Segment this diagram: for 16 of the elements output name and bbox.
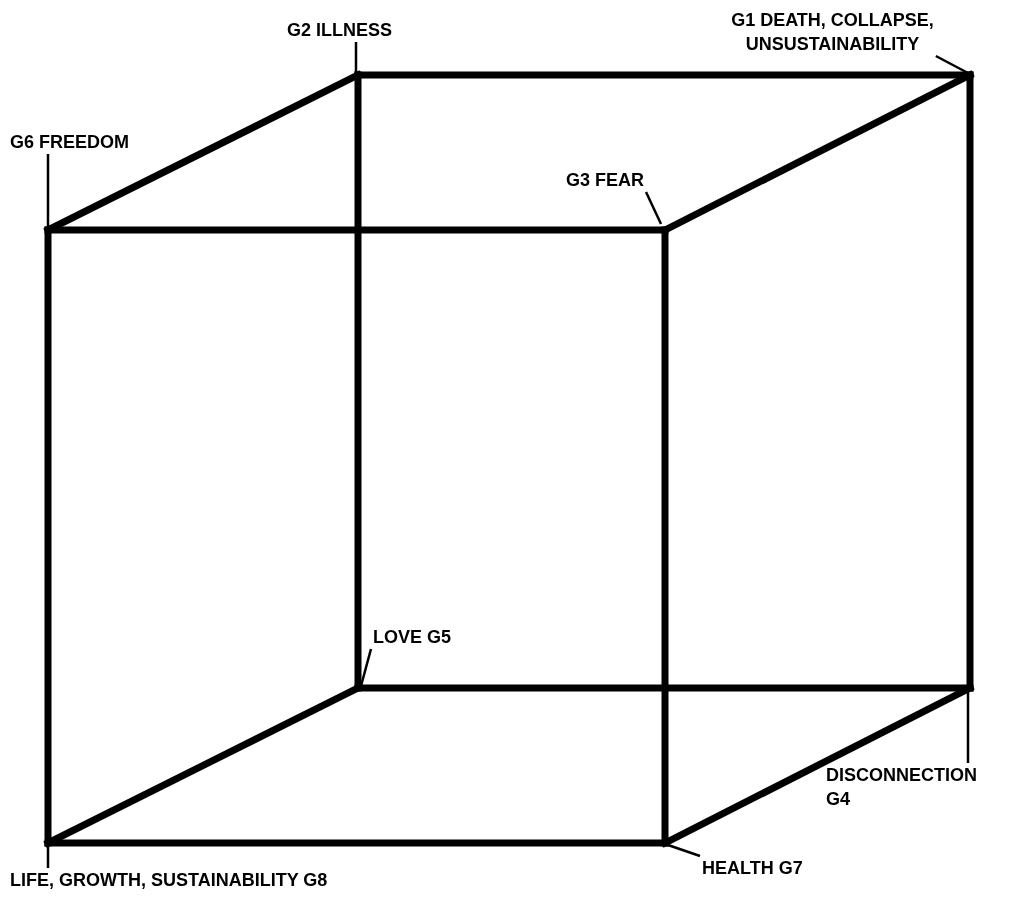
corner-label: LIFE, GROWTH, SUSTAINABILITY G8 (10, 868, 328, 892)
corner-label: G1 DEATH, COLLAPSE, UNSUSTAINABILITY (700, 8, 965, 56)
leader-line (966, 692, 970, 763)
corner-label: G2 ILLNESS (287, 18, 393, 42)
corner-label: LOVE G5 (373, 625, 452, 649)
corner-label: DISCONNECTION G4 (826, 763, 991, 811)
leader-line (354, 42, 358, 73)
leader-line (667, 843, 701, 858)
leader-line (935, 54, 969, 75)
leader-line (46, 154, 50, 227)
corner-label: G6 FREEDOM (10, 130, 129, 154)
leader-line (644, 191, 663, 225)
leader-line (46, 846, 50, 868)
leader-line (359, 648, 373, 687)
corner-label: HEALTH G7 (702, 856, 803, 880)
corner-label: G3 FEAR (566, 168, 644, 192)
